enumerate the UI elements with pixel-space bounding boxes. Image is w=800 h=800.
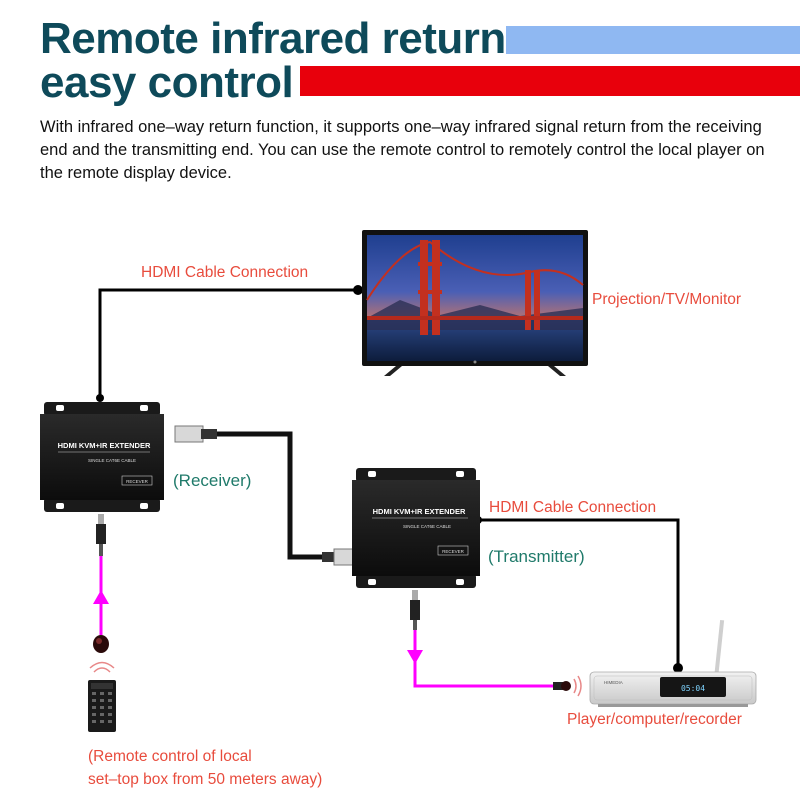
hdmi-cable-end-dot [353,285,363,295]
ir-jack-receiver [96,514,106,556]
up-arrow-icon [93,590,109,604]
remote-control [88,680,116,732]
media-player: 05:04 HIMEDIA [589,619,757,707]
ir-emitter-head [553,681,571,691]
hdmi-label-top: HDMI Cable Connection [141,264,309,281]
receiver-label: (Receiver) [173,471,252,490]
rj45-connector-left [174,425,217,443]
transmitter-tag: RECEVER [442,549,465,554]
rj45-connector-right [322,548,355,566]
tv-leg-right [548,366,566,376]
transmitter-device-title: HDMI KVM+IR EXTENDER [373,507,466,516]
ir-receiver-eye [93,635,109,653]
down-arrow-icon [407,650,423,664]
page-title-line-1: Remote infrared return [40,14,506,63]
receiver-box: HDMI KVM+IR EXTENDER SINGLE CAT6E CABLE … [40,402,164,512]
transmitter-device-subtitle: SINGLE CAT6E CABLE [403,524,451,529]
player-label: Player/computer/recorder [567,711,742,728]
hdmi-cable-end-dot [96,394,104,402]
remote-label-line-2: set–top box from 50 meters away) [88,771,323,788]
receiver-tag: RECEVER [126,479,149,484]
display-label: Projection/TV/Monitor [592,291,742,308]
remote-label-line-1: (Remote control of local [88,748,252,765]
transmitter-label: (Transmitter) [488,547,585,566]
player-time-display: 05:04 [681,684,705,693]
tv-leg-left [384,366,402,376]
receiver-device-title: HDMI KVM+IR EXTENDER [58,441,151,450]
signal-waves-icon [573,675,582,697]
ir-emitter-cable [413,630,555,688]
page-title-line-2: easy control [40,58,294,107]
blue-accent-bar [506,26,800,54]
hdmi-cable-end-dot [673,663,683,673]
red-accent-bar [300,66,800,96]
description-text: With infrared one–way return function, i… [40,118,765,182]
remote-signal-waves-icon [89,661,115,673]
ir-jack-transmitter [410,590,420,630]
tv-monitor [362,230,588,376]
transmitter-box: HDMI KVM+IR EXTENDER SINGLE CAT6E CABLE … [352,468,480,588]
player-brand: HIMEDIA [604,680,623,685]
receiver-device-subtitle: SINGLE CAT6E CABLE [88,458,136,463]
hdmi-label-right: HDMI Cable Connection [489,499,657,516]
network-cable [215,431,322,560]
hdmi-cable-transmitter-to-player [478,518,680,668]
hdmi-cable-receiver-to-display [98,288,358,400]
